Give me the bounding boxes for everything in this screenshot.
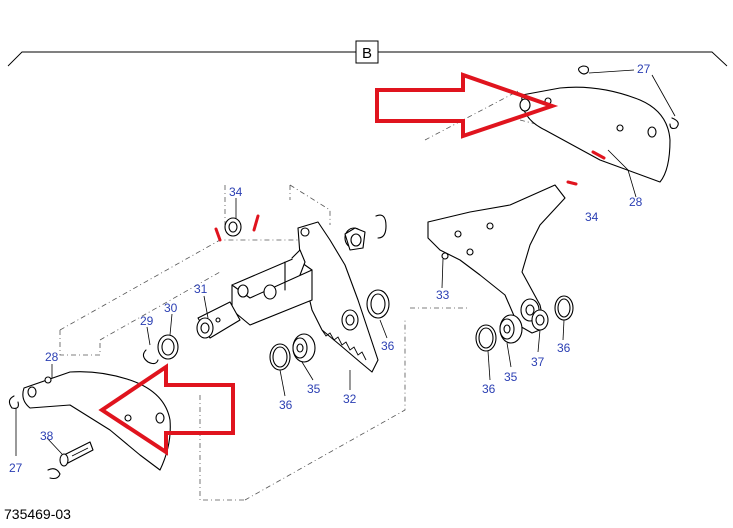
bracket-28-right	[519, 65, 679, 183]
callout-29: 29	[140, 314, 154, 328]
shaft-assembly-31	[196, 249, 313, 339]
callout-36-right: 36	[557, 341, 571, 355]
callout-31: 31	[194, 282, 208, 296]
callout-30: 30	[164, 301, 178, 315]
red-arrow-bottom	[98, 363, 235, 456]
callout-28-right: 28	[629, 195, 643, 209]
callout-38: 38	[40, 429, 54, 443]
center-hardware	[142, 214, 390, 371]
callout-35-right: 35	[504, 370, 518, 384]
callout-27-left: 27	[9, 461, 23, 475]
callout-34-top: 34	[229, 185, 243, 199]
section-frame: B	[7, 40, 728, 67]
section-label: B	[362, 45, 372, 62]
right-side-hardware	[475, 295, 574, 352]
callout-36-mid: 36	[381, 339, 395, 353]
callout-33: 33	[436, 288, 450, 302]
callout-27-top: 27	[637, 62, 651, 76]
callout-numbers: 27 28 34 34 31 30 29 28 38 27 33 36 35 3…	[9, 62, 651, 475]
red-arrow-top	[375, 72, 559, 139]
callout-32: 32	[343, 392, 357, 406]
callout-37: 37	[531, 355, 545, 369]
callout-36-right-low: 36	[482, 382, 496, 396]
callout-34-right: 34	[585, 210, 599, 224]
bracket-28-left	[22, 371, 171, 471]
leader-lines	[15, 69, 676, 456]
callout-28-left: 28	[45, 350, 59, 364]
retaining-rings-27-left	[8, 395, 61, 480]
callout-35-mid: 35	[307, 382, 321, 396]
bolt-38	[59, 441, 94, 467]
highlight-arrow-bottom	[98, 363, 235, 456]
lever-plate-right	[427, 184, 566, 334]
red-tick-marks	[214, 150, 606, 242]
figure-number: 735469-03	[4, 506, 71, 522]
section-label-box	[355, 40, 379, 64]
main-lever-32	[297, 221, 379, 373]
callout-36-low: 36	[279, 398, 293, 412]
highlight-arrow-top	[375, 72, 559, 139]
